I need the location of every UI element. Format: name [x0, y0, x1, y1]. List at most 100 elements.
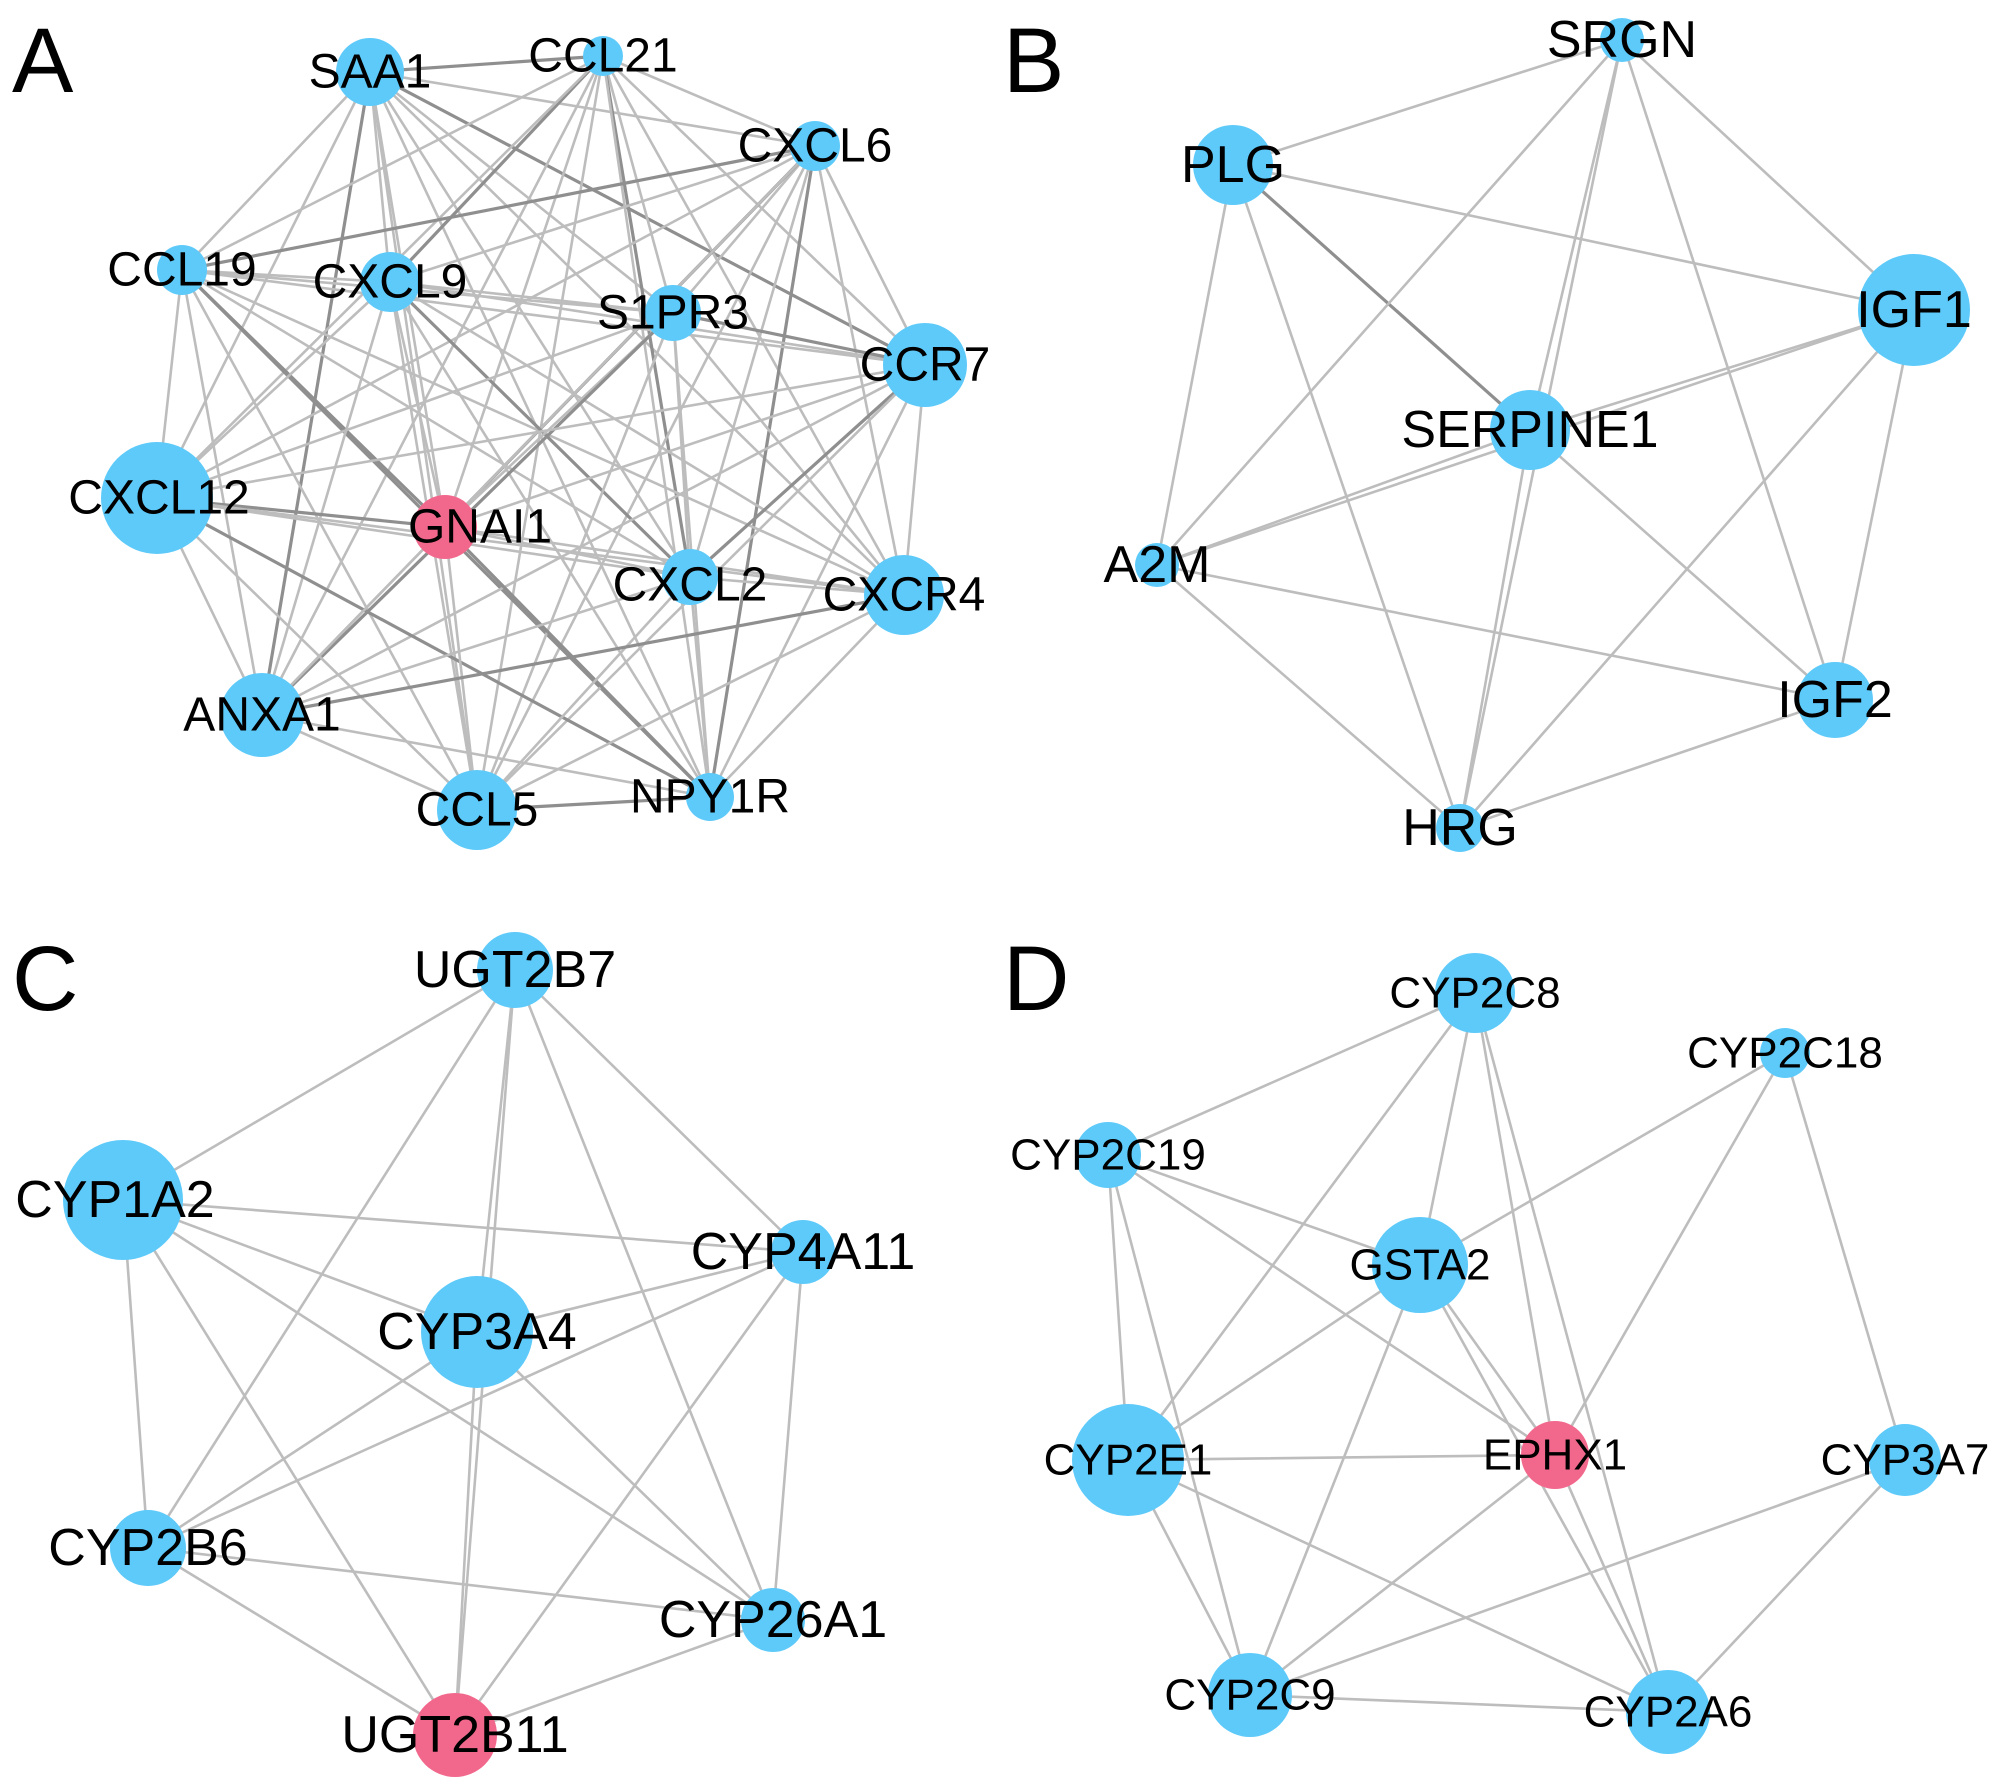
panel-d-edge-gsta2-cyp2c9 [1248, 1263, 1422, 1697]
panel-a-node-ccl21[interactable] [583, 36, 623, 76]
panel-c-edge-ugt2b7-cyp2b6 [146, 968, 517, 1550]
panel-a-label-cxcl12: CXCL12 [68, 472, 249, 525]
panel-d-label-cyp2e1: CYP2E1 [1044, 1436, 1213, 1485]
panel-b-node-srgn[interactable] [1600, 18, 1644, 62]
panel-a-label-cxcl9: CXCL9 [313, 256, 468, 309]
panel-a-node-cxcl2[interactable] [662, 549, 718, 605]
panel-a-edge-ccr7-cxcl12 [155, 363, 927, 500]
panel-a-edge-ccl21-s1pr3 [601, 54, 675, 315]
panel-b-node-plg[interactable] [1193, 125, 1273, 205]
panel-d-node-cyp2a6[interactable] [1626, 1670, 1710, 1754]
panel-a-edge-cxcl9-cxcr4 [388, 280, 906, 597]
panel-a-edge-ccl21-anxa1 [260, 54, 605, 717]
panel-a-node-s1pr3[interactable] [645, 285, 701, 341]
panel-c-edge-cyp4a11-cyp26a1 [771, 1250, 805, 1622]
panel-d-node-cyp2c8[interactable] [1435, 953, 1515, 1033]
panel-a-edge-cxcl6-cxcl9 [388, 144, 817, 284]
panel-c-node-cyp26a1[interactable] [741, 1588, 805, 1652]
panel-b-edge-serpine1-a2m [1155, 428, 1532, 567]
panel-d-node-cyp2c18[interactable] [1760, 1028, 1810, 1078]
panel-c-node-cyp2b6[interactable] [110, 1510, 186, 1586]
panel-a-edge-s1pr3-cxcl12 [155, 311, 675, 500]
panel-a-label-cxcr4: CXCR4 [823, 569, 986, 622]
panel-b-edge-igf1-serpine1 [1528, 308, 1916, 432]
panel-d-edge-cyp2c19-ephx1 [1106, 1153, 1557, 1457]
panel-a-node-cxcl12[interactable] [101, 442, 213, 554]
panel-a-edge-cxcl9-s1pr3 [388, 280, 675, 315]
panel-c-edge-cyp3a4-cyp2b6 [146, 1330, 479, 1550]
panel-b-node-igf2[interactable] [1797, 662, 1873, 738]
panel-b-node-a2m[interactable] [1135, 543, 1179, 587]
panel-a-edge-ccl21-npy1r [601, 54, 712, 799]
panel-b-label-srgn: SRGN [1547, 11, 1697, 69]
panel-d-node-cyp2c9[interactable] [1208, 1653, 1292, 1737]
panel-d-edge-gsta2-cyp2a6 [1418, 1263, 1670, 1714]
panel-c-labels: UGT2B7CYP1A2CYP4A11CYP3A4CYP2B6CYP26A1UG… [15, 941, 915, 1764]
panel-c-label-ugt2b7: UGT2B7 [414, 941, 616, 999]
panel-d-node-ephx1[interactable] [1521, 1421, 1589, 1489]
panel-a-edge-s1pr3-ccl5 [475, 311, 675, 812]
panel-a-edge-cxcl2-anxa1 [260, 575, 692, 717]
panel-a-edge-ccl19-ccl5 [180, 268, 479, 812]
panel-b-label-igf2: IGF2 [1777, 671, 1893, 729]
panel-b-node-hrg[interactable] [1436, 804, 1484, 852]
panel-c-node-cyp1a2[interactable] [63, 1140, 183, 1260]
panel-d-node-cyp2e1[interactable] [1072, 1404, 1184, 1516]
panel-d-node-cyp3a7[interactable] [1869, 1424, 1941, 1496]
panel-letter-d: D [1003, 928, 1069, 1030]
panel-d-label-cyp2c18: CYP2C18 [1687, 1029, 1883, 1078]
panel-c-label-cyp26a1: CYP26A1 [659, 1591, 887, 1649]
panel-b-label-igf1: IGF1 [1856, 281, 1972, 339]
panel-a-edge-saa1-cxcl12 [155, 70, 372, 500]
panel-a-edge-cxcl6-cxcr4 [813, 144, 906, 597]
panel-a-edge-ccl21-ccr7 [601, 54, 927, 367]
panel-c-label-ugt2b11: UGT2B11 [341, 1706, 568, 1764]
panel-a-node-anxa1[interactable] [220, 673, 304, 757]
panel-c-label-cyp2b6: CYP2B6 [48, 1519, 247, 1577]
panel-b-edge-a2m-hrg [1155, 563, 1462, 830]
panel-c-edge-ugt2b7-cyp26a1 [513, 968, 775, 1622]
panel-a-edge-ccl21-ccl19 [180, 54, 605, 272]
panel-c-edge-cyp3a4-ugt2b11 [453, 1330, 479, 1737]
panel-b-nodes [1135, 18, 1970, 852]
panel-a-node-npy1r[interactable] [686, 773, 734, 821]
panel-d-edge-cyp2c8-cyp2a6 [1473, 991, 1670, 1714]
panel-a-edge-ccr7-cxcl2 [688, 363, 927, 579]
panel-d-edge-cyp2c18-ephx1 [1553, 1051, 1787, 1457]
panel-c-node-cyp4a11[interactable] [771, 1220, 835, 1284]
panel-b-label-serpine1: SERPINE1 [1401, 401, 1658, 459]
panel-a-edge-gnai1-npy1r [443, 525, 712, 799]
panel-c-node-cyp3a4[interactable] [421, 1276, 533, 1388]
panel-d-node-cyp2c19[interactable] [1075, 1122, 1141, 1188]
panel-a-node-ccl19[interactable] [157, 245, 207, 295]
panel-a-label-gnai1: GNAI1 [408, 501, 552, 554]
panel-c-edge-ugt2b7-cyp3a4 [475, 968, 517, 1334]
panel-d-edge-cyp2e1-cyp2a6 [1126, 1458, 1670, 1714]
panel-a-node-ccl5[interactable] [437, 770, 517, 850]
panel-c-node-ugt2b7[interactable] [477, 932, 553, 1008]
panel-a-edge-cxcl2-npy1r [688, 575, 712, 799]
panel-a-node-ccr7[interactable] [883, 323, 967, 407]
panel-a-node-cxcl9[interactable] [360, 252, 420, 312]
panel-b-node-serpine1[interactable] [1490, 390, 1570, 470]
panel-a-edge-cxcr4-anxa1 [260, 593, 906, 717]
panel-c-nodes [63, 932, 835, 1777]
panel-a-node-gnai1[interactable] [413, 495, 477, 559]
panel-b-label-hrg: HRG [1402, 799, 1518, 857]
panel-a-node-cxcr4[interactable] [864, 555, 944, 635]
panel-b-node-igf1[interactable] [1858, 254, 1970, 366]
panel-d-node-gsta2[interactable] [1372, 1217, 1468, 1313]
panel-a-edges [155, 54, 927, 812]
panel-a-edge-cxcl9-cxcl2 [388, 280, 692, 579]
panel-b-edge-plg-igf1 [1231, 163, 1916, 312]
panel-a-node-saa1[interactable] [336, 38, 404, 106]
panel-a-edge-cxcl12-npy1r [155, 496, 712, 799]
panel-a-label-npy1r: NPY1R [630, 771, 790, 824]
panel-c-node-ugt2b11[interactable] [413, 1693, 497, 1777]
panel-a-node-cxcl6[interactable] [790, 121, 840, 171]
